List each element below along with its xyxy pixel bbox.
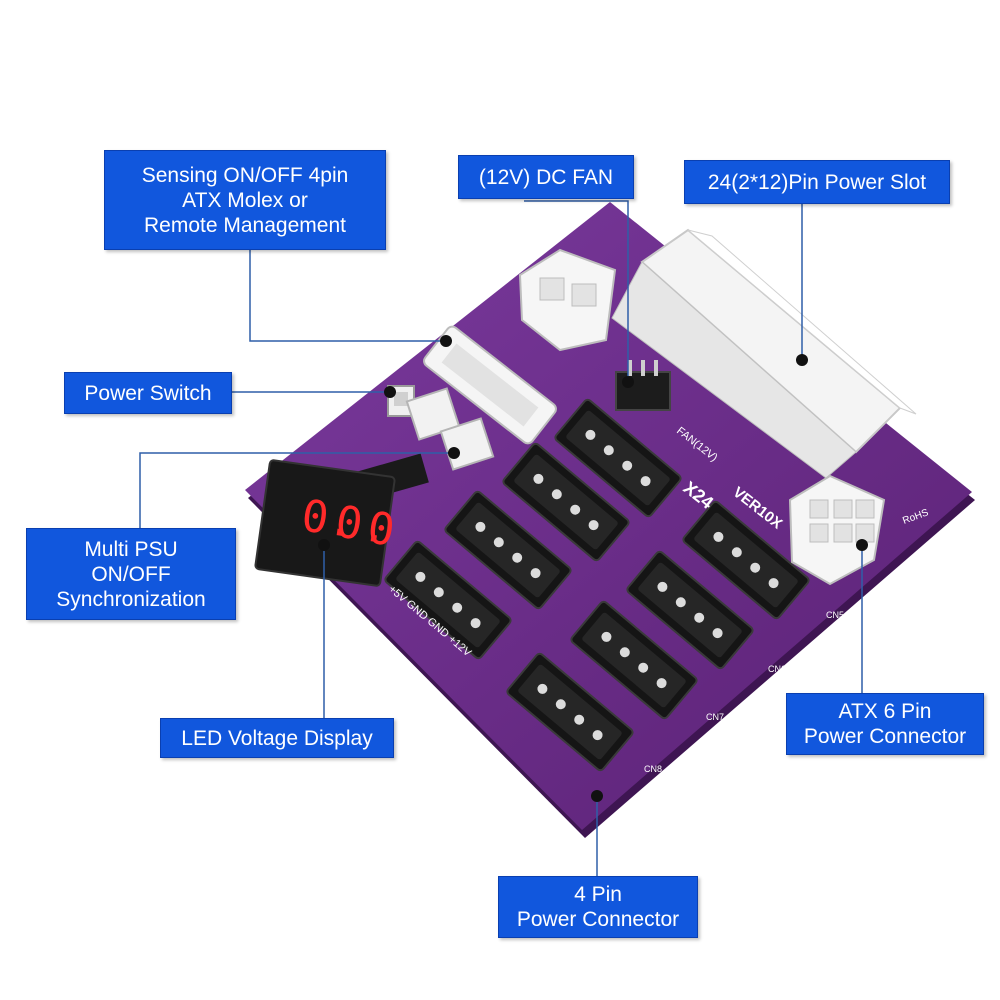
callout-multi-psu: Multi PSU ON/OFF Synchronization xyxy=(26,528,236,620)
callout-4pin: 4 Pin Power Connector xyxy=(498,876,698,938)
callout-24pin-text: 24(2*12)Pin Power Slot xyxy=(707,170,927,194)
callout-power-switch: Power Switch xyxy=(64,372,232,414)
connector-id-6: CN6 xyxy=(768,664,786,674)
callout-led-display: LED Voltage Display xyxy=(160,718,394,758)
leader-multi-psu xyxy=(139,452,454,528)
callout-sensing-line-2: ATX Molex or xyxy=(182,188,308,212)
callout-atx6-line-2: Power Connector xyxy=(803,725,967,748)
dot-multi-psu xyxy=(448,447,460,459)
callout-multi-psu-line-2: ON/OFF xyxy=(91,562,171,586)
leader-sensing xyxy=(249,250,446,342)
callout-24pin: 24(2*12)Pin Power Slot xyxy=(684,160,950,204)
callout-4pin-line-1: 4 Pin xyxy=(574,883,622,906)
callout-sensing: Sensing ON/OFF 4pin ATX Molex or Remote … xyxy=(104,150,386,250)
callout-4pin-line-2: Power Connector xyxy=(516,908,680,931)
led-digit-1: 0. xyxy=(298,490,358,548)
callout-sensing-line-1: Sensing ON/OFF 4pin xyxy=(141,163,349,187)
dot-switch xyxy=(384,386,396,398)
leader-endpoints xyxy=(318,335,868,802)
molex-input-socket xyxy=(423,325,557,445)
callout-led-display-text: LED Voltage Display xyxy=(181,726,373,750)
callout-atx6: ATX 6 Pin Power Connector xyxy=(786,693,984,755)
callout-multi-psu-line-1: Multi PSU xyxy=(84,537,178,561)
atx-6pin-socket xyxy=(788,474,886,586)
leader-fan xyxy=(524,200,629,382)
dot-24pin xyxy=(796,354,808,366)
connector-id-7: CN7 xyxy=(706,712,724,722)
callout-multi-psu-line-3: Synchronization xyxy=(56,587,206,611)
callout-power-switch-text: Power Switch xyxy=(84,381,212,405)
callout-fan-text: (12V) DC FAN xyxy=(478,165,614,189)
led-digit-2: 0. xyxy=(332,496,392,554)
connector-id-8: CN8 xyxy=(644,764,662,774)
dot-4pin xyxy=(591,790,603,802)
top-4pin-socket xyxy=(518,248,617,352)
led-display: 0. 0. 0 xyxy=(254,459,398,587)
dot-fan xyxy=(622,376,634,388)
callout-fan: (12V) DC FAN xyxy=(458,155,634,199)
dot-led xyxy=(318,539,330,551)
dot-atx6 xyxy=(856,539,868,551)
dot-sensing xyxy=(440,335,452,347)
leader-lines xyxy=(139,200,863,876)
callout-atx6-line-1: ATX 6 Pin xyxy=(838,700,932,723)
callout-sensing-line-3: Remote Management xyxy=(144,213,346,237)
connector-id-5: CN5 xyxy=(826,610,844,620)
